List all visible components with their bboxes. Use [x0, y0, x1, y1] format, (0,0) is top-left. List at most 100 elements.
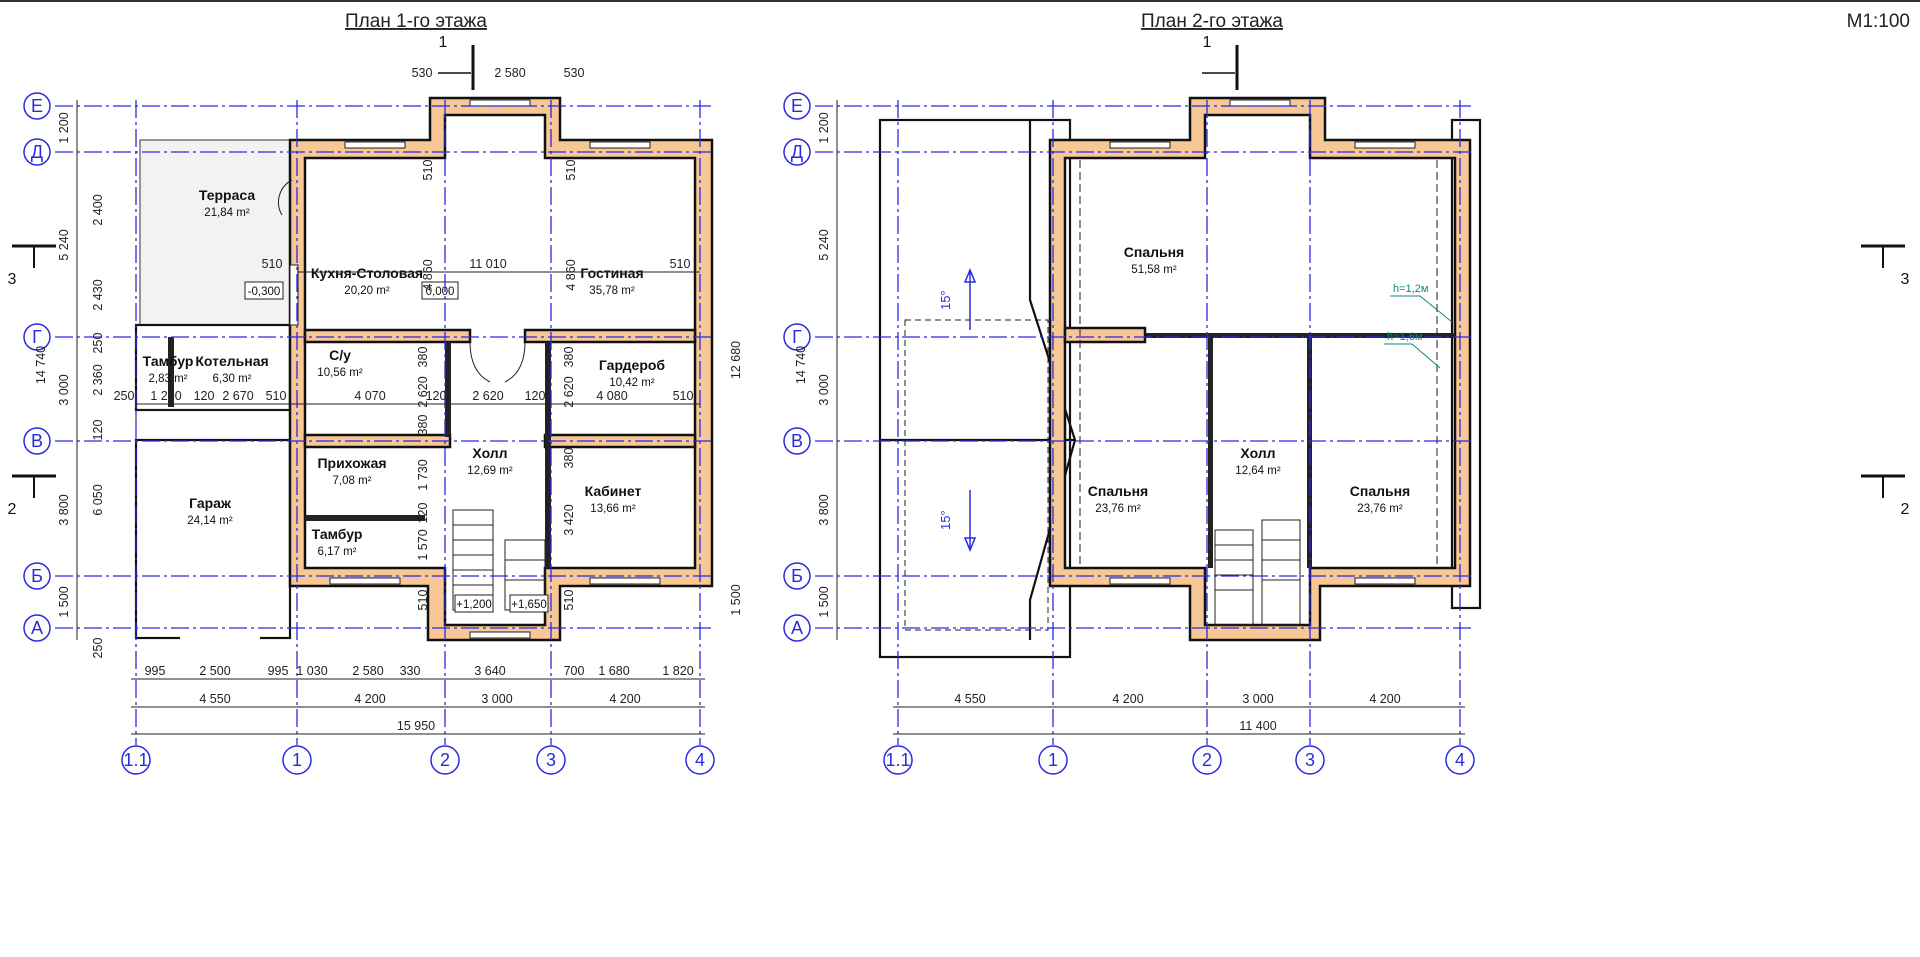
- terrace-door: [278, 179, 293, 216]
- axis-bubble-row: [783, 614, 811, 642]
- dimension-label: 14 740: [794, 346, 808, 384]
- dimension-label: 11 010: [469, 257, 506, 271]
- room-area: 7,08 m²: [333, 475, 372, 487]
- axis-label-row: Г: [32, 327, 42, 347]
- axis-label-row: Е: [791, 96, 803, 116]
- axis-label-row: В: [31, 431, 43, 451]
- axis-label-col: 2: [1202, 750, 1212, 770]
- room-area: 51,58 m²: [1131, 264, 1177, 276]
- room-name: Котельная: [195, 353, 268, 369]
- room-name: Прихожая: [317, 455, 386, 471]
- room-name: С/у: [329, 347, 351, 363]
- axis-bubble-row: [23, 323, 51, 351]
- dimension-label: 4 860: [564, 259, 578, 290]
- room-name: Спальня: [1124, 244, 1184, 260]
- dimension-label: 510: [416, 590, 430, 611]
- roof-slope-label: 15°: [938, 510, 953, 530]
- axis-label-row: В: [791, 431, 803, 451]
- room-area: 12,64 m²: [1235, 465, 1281, 477]
- room-area: 10,42 m²: [609, 377, 655, 389]
- axis-bubble-col: [430, 745, 460, 775]
- dimension-label: 4 200: [1369, 692, 1400, 706]
- axis-label-row: Д: [31, 142, 43, 162]
- plan2-title: План 2-го этажа: [1141, 11, 1283, 32]
- axis-label-col: 3: [1305, 750, 1315, 770]
- floor2-outer-wall: [1048, 96, 1472, 642]
- dimension-label: 3 000: [481, 692, 512, 706]
- section-label: 1: [439, 34, 448, 51]
- axis-bubble-col: [1445, 745, 1475, 775]
- dimension-label: 14 740: [34, 346, 48, 384]
- slope-arrow-head: [963, 268, 977, 283]
- hall-double-door: [469, 341, 526, 383]
- room-area: 6,17 m²: [318, 546, 357, 558]
- section-label: 2: [1901, 501, 1910, 518]
- dimension-label: 2 620: [562, 376, 576, 407]
- dimension-label: 15 950: [397, 719, 435, 733]
- dimension-label: 380: [562, 448, 576, 469]
- roof-slope-label: 15°: [938, 290, 953, 310]
- axis-bubble-col: [1038, 745, 1068, 775]
- axis-label-col: 2: [440, 750, 450, 770]
- dimension-label: 5 240: [817, 229, 831, 260]
- axis-bubble-col: [685, 745, 715, 775]
- room-area: 2,83 m²: [149, 373, 188, 385]
- level-mark: 0,000: [426, 286, 455, 298]
- dimension-label: 120: [194, 389, 215, 403]
- room-area: 35,78 m²: [589, 285, 635, 297]
- dimension-label: 1 200: [57, 112, 71, 143]
- axis-bubble-col: [282, 745, 312, 775]
- axis-bubble-row: [23, 138, 51, 166]
- axis-bubble-row: [23, 614, 51, 642]
- dimension-label: 4 070: [354, 389, 385, 403]
- room-name: Кабинет: [585, 483, 642, 499]
- axis-label-col: 4: [1455, 750, 1465, 770]
- axis-label-row: Б: [791, 566, 803, 586]
- dimension-label: 510: [421, 160, 435, 181]
- dimension-label: 2 620: [472, 389, 503, 403]
- dimension-label: 2 500: [199, 664, 230, 678]
- dimension-label: 530: [564, 66, 585, 80]
- dimension-label: 995: [268, 664, 289, 678]
- dimension-label: 120: [525, 389, 546, 403]
- dimension-label: 1 680: [598, 664, 629, 678]
- staircase-2: [1214, 519, 1301, 626]
- room-name: Тамбур: [312, 526, 363, 542]
- dimension-label: 4 200: [609, 692, 640, 706]
- dimension-label: 3 640: [474, 664, 505, 678]
- room-area: 6,30 m²: [213, 373, 252, 385]
- dimension-label: 120: [416, 503, 430, 524]
- dimension-label: 1 200: [817, 112, 831, 143]
- axis-label-col: 1.1: [885, 750, 910, 770]
- dimension-label: 11 400: [1239, 719, 1276, 733]
- dimension-label: 2 360: [91, 364, 105, 395]
- room-area: 13,66 m²: [590, 503, 636, 515]
- axis-label-row: Г: [792, 327, 802, 347]
- room-area: 23,76 m²: [1095, 503, 1141, 515]
- axis-label-col: 1.1: [123, 750, 148, 770]
- dimension-label: 4 550: [199, 692, 230, 706]
- height-leader: [1384, 295, 1453, 369]
- dimension-label: 5 240: [57, 229, 71, 260]
- dimension-label: 2 620: [416, 376, 430, 407]
- dimension-label: 1 570: [416, 529, 430, 560]
- axis-label-row: А: [31, 618, 43, 638]
- axis-bubble-row: [23, 427, 51, 455]
- room-area: 10,56 m²: [317, 367, 363, 379]
- axis-bubble-col: [1192, 745, 1222, 775]
- dimension-label: 995: [145, 664, 166, 678]
- room-area: 23,76 m²: [1357, 503, 1403, 515]
- axis-bubble-col: [1295, 745, 1325, 775]
- roof-outline: [878, 118, 1072, 659]
- dimension-label: 3 000: [1242, 692, 1273, 706]
- dimension-label: 510: [670, 257, 691, 271]
- roof-strip: [1450, 118, 1482, 610]
- dimension-label: 250: [114, 389, 135, 403]
- plan1-title: План 1-го этажа: [345, 11, 487, 32]
- dimension-label: 380: [416, 347, 430, 368]
- dimension-label: 1 500: [57, 586, 71, 617]
- room-area: 20,20 m²: [344, 285, 390, 297]
